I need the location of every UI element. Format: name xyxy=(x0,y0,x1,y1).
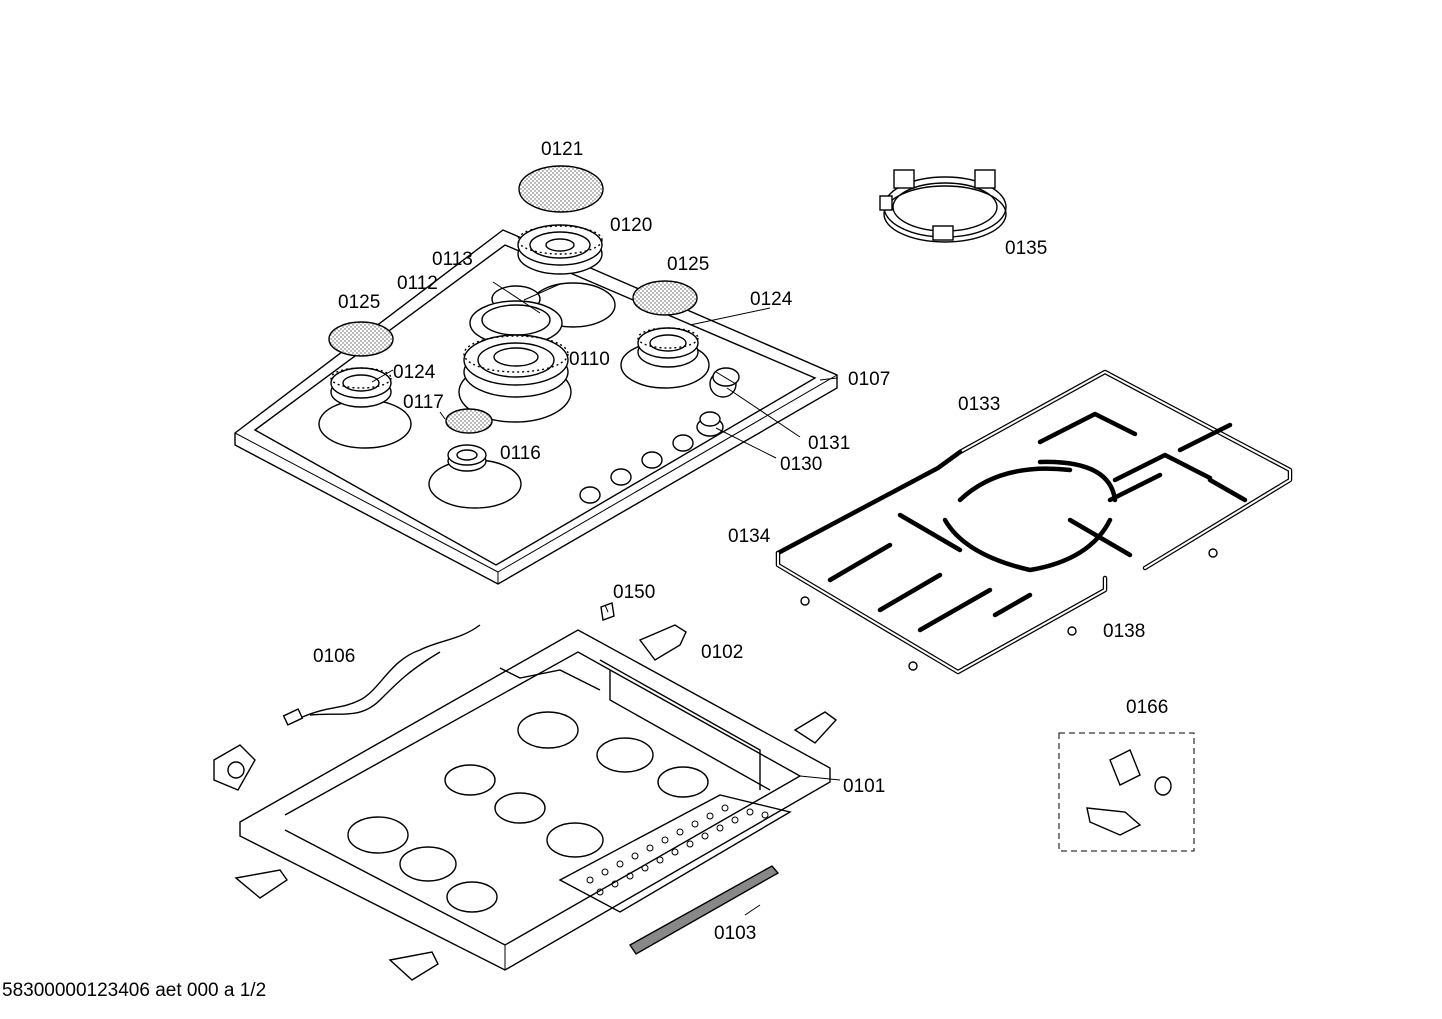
label-0125-left: 0125 xyxy=(338,292,381,313)
label-0135: 0135 xyxy=(1005,238,1048,259)
gas-connector-kit-0166 xyxy=(1058,732,1195,852)
clamp-bottom-center xyxy=(388,951,439,981)
pan-support-0134 xyxy=(775,449,1113,675)
label-0124-left: 0124 xyxy=(393,362,436,383)
burner-cap-0117 xyxy=(445,408,493,434)
side-bracket xyxy=(213,744,256,791)
label-0166: 0166 xyxy=(1126,697,1169,718)
burner-0120 xyxy=(517,224,603,275)
label-0116: 0116 xyxy=(500,443,541,464)
burner-cap-0125-right xyxy=(632,280,698,316)
label-0107: 0107 xyxy=(848,369,891,390)
label-0117: 0117 xyxy=(403,392,444,413)
burner-0110 xyxy=(463,334,569,398)
seal-strip-0103 xyxy=(628,865,780,955)
document-footer-id: 58300000123406 aet 000 a 1/2 xyxy=(2,980,267,1001)
label-0103: 0103 xyxy=(714,923,757,944)
burner-0116 xyxy=(447,444,487,472)
label-0112: 0112 xyxy=(397,273,438,294)
wok-support-ring-0135 xyxy=(879,169,1007,243)
label-0102: 0102 xyxy=(701,642,744,663)
label-0125-right: 0125 xyxy=(667,254,710,275)
bottom-tray-0101 xyxy=(239,629,831,971)
label-0133: 0133 xyxy=(958,394,1001,415)
label-0134: 0134 xyxy=(728,526,771,547)
label-0110: 0110 xyxy=(569,349,610,370)
burner-0124-left xyxy=(330,367,392,408)
label-0131: 0131 xyxy=(808,433,851,454)
label-0150: 0150 xyxy=(613,582,656,603)
burner-0124-right xyxy=(637,327,699,368)
mains-cable-0106 xyxy=(282,624,481,726)
leader-lines-bottom xyxy=(604,604,841,916)
burner-cap-0121 xyxy=(518,165,604,213)
label-0101: 0101 xyxy=(843,776,886,797)
clamp-bottom-left xyxy=(234,869,288,899)
label-0138: 0138 xyxy=(1103,621,1146,642)
knob-0131 xyxy=(709,367,740,398)
label-0124-right: 0124 xyxy=(750,289,793,310)
label-0120: 0120 xyxy=(610,215,653,236)
vent-holes xyxy=(586,804,769,896)
clamp-0102 xyxy=(638,624,838,744)
leader-lines-top xyxy=(371,281,838,459)
burner-cap-0125-left xyxy=(328,321,394,357)
hob-top-plate xyxy=(234,229,838,585)
label-0113: 0113 xyxy=(432,249,473,270)
label-0106: 0106 xyxy=(313,646,356,667)
label-0121: 0121 xyxy=(541,139,584,160)
label-0130: 0130 xyxy=(780,454,823,475)
knob-seat-0130 xyxy=(696,411,724,437)
rubber-feet-0138 xyxy=(800,548,1218,671)
pan-support-0133 xyxy=(957,369,1293,571)
